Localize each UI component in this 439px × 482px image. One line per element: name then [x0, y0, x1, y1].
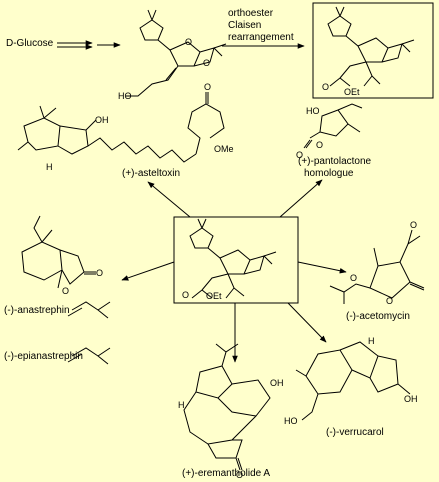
pantolactone-name-line1: (+)-pantolactone: [298, 156, 372, 167]
eremantholide-carbonyl-oxygen: O: [236, 470, 243, 480]
d-glucose-label: D-Glucose: [6, 38, 54, 49]
rearrangement-label-line3: rearrangement: [228, 32, 294, 43]
rearrangement-label-line2: Claisen: [228, 20, 261, 31]
asteltoxin-name: (+)-asteltoxin: [122, 168, 180, 179]
arrow-to-asteltoxin: [147, 181, 191, 218]
asteltoxin-methoxy: OMe: [214, 144, 234, 154]
pantolactone-ring-oxygen: O: [316, 140, 323, 150]
eremantholide-name: (+)-eremantholide A: [182, 468, 270, 479]
acetonide-oxygen-atom: O: [203, 58, 210, 68]
anastrephin-name: (-)-anastrephin: [4, 305, 70, 316]
epianastrephin-name: (-)-epianastrephin: [4, 351, 83, 362]
asteltoxin-structure: OH H OMe O: [17, 82, 234, 172]
claisen-product-box-top: [312, 2, 434, 99]
acetomycin-ester-oxygen: O: [350, 273, 357, 283]
pantolactone-carbonyl-oxygen: O: [296, 150, 303, 160]
ethyl-ester-label-top: OEt: [344, 87, 360, 97]
epianastrephin-side-chain: [67, 347, 111, 365]
acetomycin-ring-oxygen: O: [386, 296, 393, 306]
pantolactone-hydroxyl: HO: [306, 106, 320, 116]
anastrephin-structure: O O: [21, 215, 103, 296]
ring-oxygen-atom: O: [185, 37, 192, 47]
carbonyl-oxygen-top: O: [322, 82, 329, 92]
eremantholide-h-left: H: [178, 400, 185, 410]
acetomycin-ketone-oxygen: O: [410, 220, 417, 230]
arrow-to-pantolactone: [279, 179, 323, 218]
hydroxyl-atom: HO: [118, 91, 132, 101]
eremantholide-hydroxyl: OH: [270, 378, 284, 388]
claisen-product-top: OEt O: [322, 6, 415, 97]
verrucarol-hydroxyl-right: OH: [404, 394, 418, 404]
arrow-to-verrucarol: [287, 302, 327, 343]
pantolactone-name-line2: homologue: [304, 168, 354, 179]
arrow-to-acetomycin: [297, 261, 347, 274]
ethyl-ester-label-center: OEt: [206, 291, 222, 301]
anastrephin-side-chain: [67, 301, 111, 319]
anastrephin-ring-oxygen: O: [62, 286, 69, 296]
asteltoxin-carbonyl-oxygen: O: [204, 82, 211, 92]
key-intermediate-box: [173, 216, 299, 304]
eremantholide-structure: OH H O: [178, 343, 284, 480]
asteltoxin-h: H: [46, 162, 53, 172]
anastrephin-carbonyl-oxygen: O: [96, 268, 103, 278]
rearrangement-label-line1: orthoester: [228, 8, 274, 19]
acetomycin-structure: O O O: [329, 220, 425, 306]
pantolactone-structure: HO O O: [296, 103, 363, 160]
allylic-alcohol-intermediate: HO O O: [118, 9, 227, 101]
carbonyl-oxygen-center: O: [182, 290, 189, 300]
verrucarol-h-top: H: [368, 336, 375, 346]
asteltoxin-hydroxyl: OH: [95, 115, 109, 125]
verrucarol-hydroxyl-left: HO: [284, 416, 298, 426]
verrucarol-structure: H HO OH: [284, 336, 418, 426]
verrucarol-name: (-)-verrucarol: [326, 427, 384, 438]
key-intermediate: OEt O: [182, 218, 277, 301]
arrow-to-anastrephin: [121, 261, 175, 281]
acetomycin-name: (-)-acetomycin: [346, 311, 410, 322]
